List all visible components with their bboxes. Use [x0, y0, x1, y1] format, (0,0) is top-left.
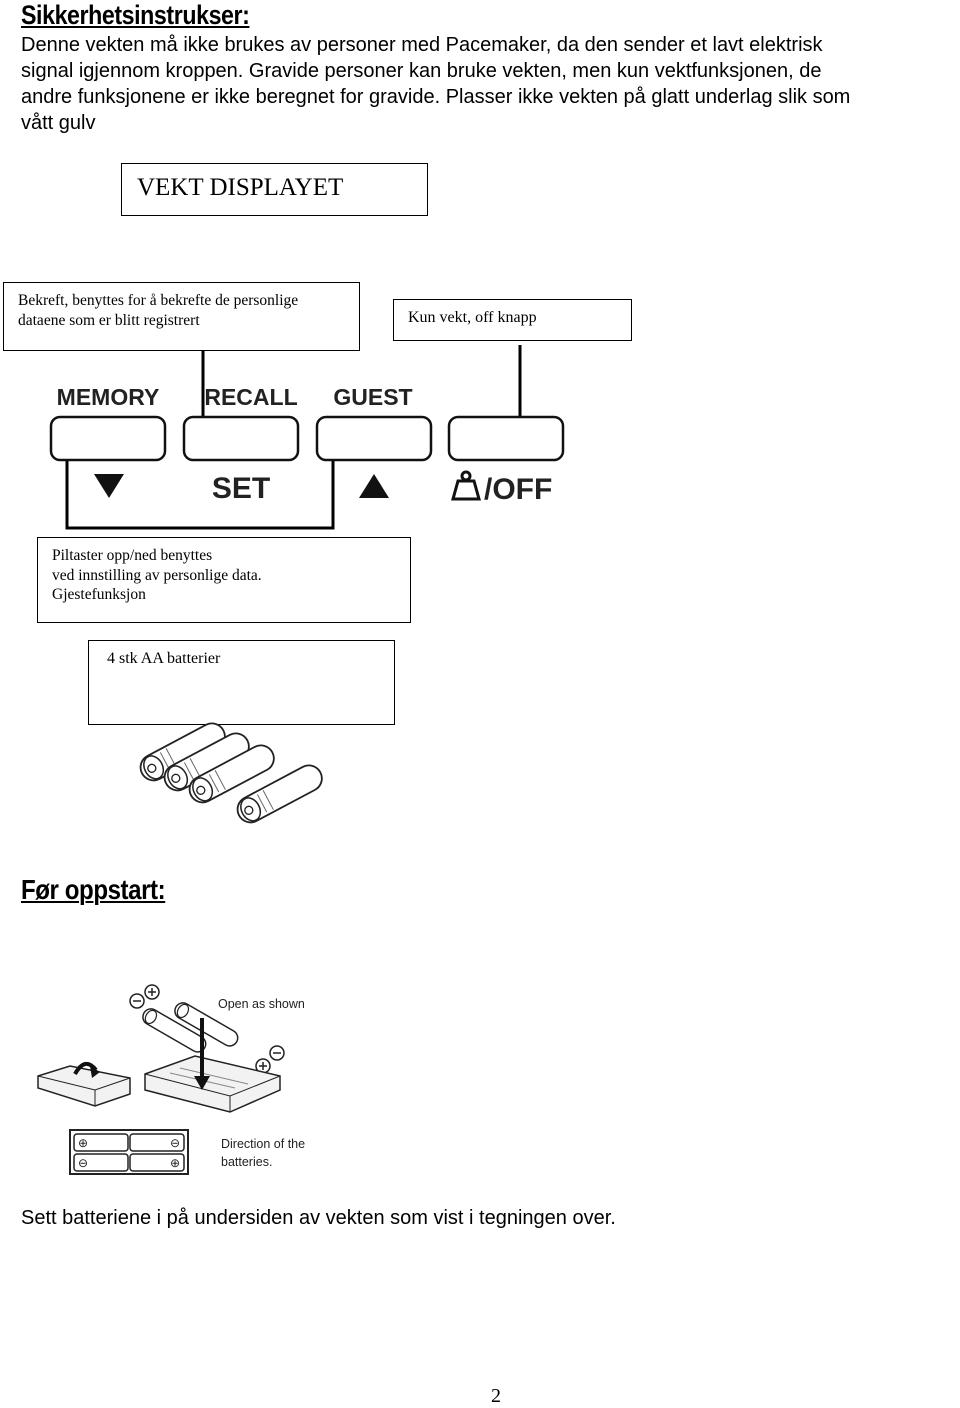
battery-lid — [37, 1065, 131, 1107]
svg-text:⊕: ⊕ — [170, 1156, 180, 1170]
safety-line: Denne vekten må ikke brukes av personer … — [21, 34, 823, 56]
recall-set-button[interactable] — [182, 415, 300, 462]
battery-installation-diagram: Open as shown ⊕ ⊖ ⊖ ⊕ Direction of the b… — [37, 984, 305, 1175]
batteries-label: 4 stk AA batterier — [107, 650, 221, 667]
installation-instruction: Sett batteriene i på undersiden av vekte… — [21, 1207, 616, 1229]
guest-label: GUEST — [333, 384, 412, 410]
battery-compartment — [144, 1055, 281, 1113]
button-panel-diagram: MEMORY RECALL GUEST SET /OFF — [49, 345, 565, 530]
safety-line: andre funksjonene er ikke beregnet for g… — [21, 86, 851, 108]
insert-arrow-icon — [194, 1076, 210, 1090]
aa-battery — [142, 1008, 207, 1053]
display-label: VEKT DISPLAYET — [137, 174, 344, 201]
minus-icon — [129, 993, 145, 1009]
arrow-keys-label-line: Piltaster opp/ned benyttes — [52, 547, 213, 564]
confirm-label-line: dataene som er blitt registrert — [18, 312, 200, 329]
batteries-label-box: 4 stk AA batterier — [88, 640, 395, 725]
page-number: 2 — [491, 1385, 501, 1407]
direction-label-line: Direction of the — [221, 1137, 305, 1151]
memory-label: MEMORY — [57, 384, 160, 410]
safety-text: Denne vekten må ikke brukes av personer … — [21, 32, 956, 136]
confirm-label-line: Bekreft, benyttes for å bekrefte de pers… — [18, 292, 299, 309]
safety-line: vått gulv — [21, 112, 96, 134]
minus-icon — [269, 1045, 285, 1061]
arrow-keys-label-line: Gjestefunksjon — [52, 586, 146, 603]
recall-label: RECALL — [204, 384, 297, 410]
lift-arrow-icon — [73, 1062, 98, 1076]
lift-arrow-head-icon — [90, 1066, 100, 1078]
arrow-keys-label-line: ved innstilling av personlige data. — [52, 566, 262, 584]
plus-icon — [144, 984, 160, 1000]
down-triangle-icon — [94, 474, 124, 498]
set-label: SET — [212, 472, 270, 505]
weight-icon — [451, 470, 481, 501]
arrow-leader-line — [65, 458, 335, 530]
before-start-heading: Før oppstart: — [21, 874, 166, 905]
weight-only-label: Kun vekt, off knapp — [408, 309, 537, 326]
confirm-label-box: Bekreft, benyttes for å bekrefte de pers… — [3, 282, 360, 351]
arrow-keys-label-box: Piltaster opp/ned benyttes ved innstilli… — [37, 537, 411, 623]
safety-heading: Sikkerhetsinstrukser: — [21, 0, 250, 30]
up-triangle-icon — [359, 474, 389, 498]
memory-down-button[interactable] — [49, 415, 167, 462]
polarity-diagram: ⊕ ⊖ ⊖ ⊕ — [69, 1129, 189, 1175]
svg-text:⊕: ⊕ — [78, 1136, 88, 1150]
weight-only-label-box: Kun vekt, off knapp — [393, 299, 632, 341]
svg-text:⊖: ⊖ — [170, 1136, 180, 1150]
weight-off-button[interactable] — [447, 415, 565, 462]
direction-label-line: batteries. — [221, 1155, 272, 1169]
display-label-box: VEKT DISPLAYET — [121, 163, 428, 216]
guest-up-button[interactable] — [315, 415, 433, 462]
aa-batteries-illustration — [135, 722, 328, 827]
off-label: /OFF — [484, 473, 552, 506]
open-as-shown-label: Open as shown — [218, 997, 305, 1011]
safety-line: signal igjennom kroppen. Gravide persone… — [21, 60, 822, 82]
svg-text:⊖: ⊖ — [78, 1156, 88, 1170]
